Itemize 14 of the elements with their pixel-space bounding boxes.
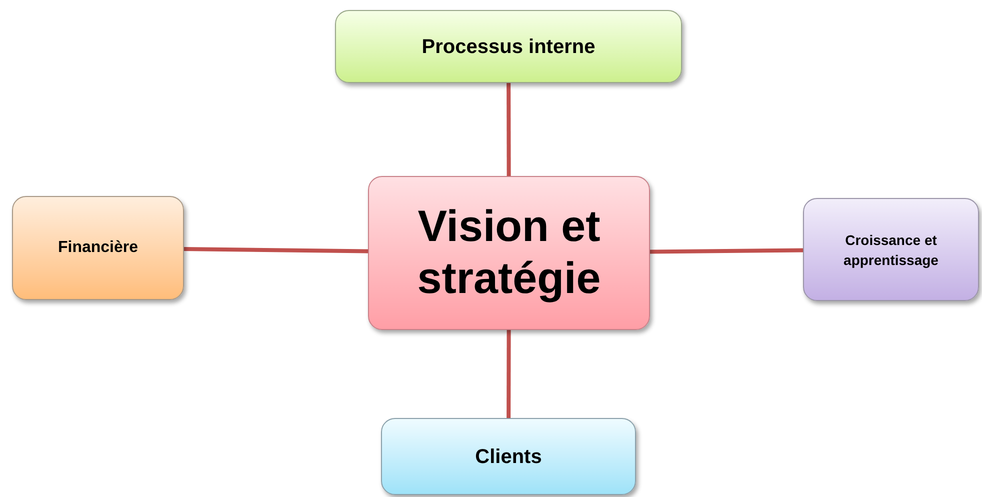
connector-line: [650, 248, 804, 254]
topic-label: Clients: [475, 444, 542, 470]
connector-line: [506, 83, 511, 176]
topic-label: Financière: [58, 238, 138, 258]
topic-box: [12, 196, 184, 300]
topic-box: [335, 10, 682, 83]
topic-label: Processus interne: [422, 34, 596, 60]
topic-label: Vision et stratégie: [416, 201, 602, 305]
topic-box: [368, 176, 650, 330]
topic-box: [381, 418, 636, 495]
connector-line: [506, 330, 511, 418]
connector-line: [184, 247, 368, 254]
topic-label: Croissance et apprentissage: [842, 230, 940, 270]
topic-box: [803, 198, 979, 301]
